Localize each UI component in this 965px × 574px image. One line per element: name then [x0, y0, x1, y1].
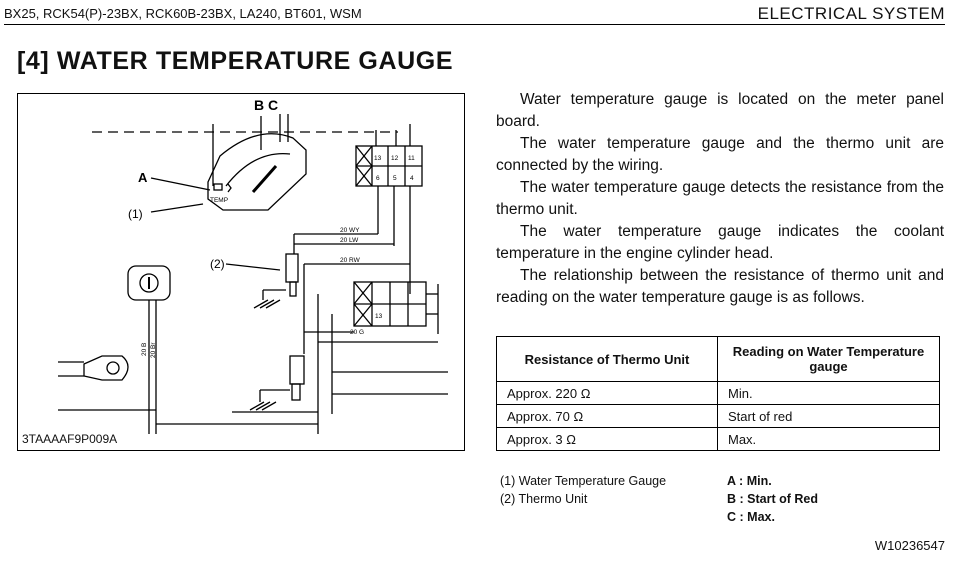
wire-20lw: 20 LW — [340, 237, 359, 244]
table-cell: Approx. 70 Ω — [496, 404, 718, 428]
thermo-unit-icon — [285, 253, 299, 283]
legend-key-letter: C : — [727, 510, 744, 524]
pin-13a: 13 — [374, 155, 382, 162]
section-title: [4] WATER TEMPERATURE GAUGE — [17, 47, 454, 75]
description-paragraph: The water temperature gauge detects the … — [496, 179, 944, 218]
table-cell: Min. — [717, 381, 940, 405]
lamp-icon — [83, 355, 129, 381]
switch-icon — [289, 355, 305, 385]
description-paragraph: The water temperature gauge indicates th… — [496, 223, 944, 262]
description: Water temperature gauge is located on th… — [496, 89, 944, 309]
legend-key: A : Min. — [727, 472, 887, 490]
label-a-leader — [150, 177, 211, 191]
figure-code: 3TAAAAF9P009A — [22, 432, 118, 446]
wire-20b: 20 B — [141, 343, 148, 356]
label-1-leader — [150, 203, 204, 213]
legend-key-value: Min. — [746, 474, 772, 488]
label-2: (2) — [210, 257, 225, 271]
label-2-leader — [225, 263, 281, 271]
legend-item: (2) Thermo Unit — [500, 492, 588, 506]
table-cell: Approx. 220 Ω — [496, 381, 718, 405]
wiring-figure: B C A (1) TEMP (2) 20 WY 20 LW 20 RW 20 … — [17, 93, 465, 451]
wire-20g: 20 G — [350, 329, 364, 336]
pin-5: 5 — [393, 175, 397, 182]
label-1: (1) — [128, 207, 143, 221]
wire-20rw: 20 RW — [340, 257, 361, 264]
header-models: BX25, RCK54(P)-23BX, RCK60B-23BX, LA240,… — [4, 6, 362, 21]
pin-12: 12 — [391, 155, 399, 162]
label-bc: B C — [254, 97, 278, 113]
resistance-table: Resistance of Thermo Unit Reading on Wat… — [496, 336, 940, 451]
label-a: A — [138, 170, 148, 185]
legend-key: C : Max. — [727, 508, 887, 526]
wiring-diagram: B C A (1) TEMP (2) 20 WY 20 LW 20 RW 20 … — [58, 97, 448, 434]
header-section: ELECTRICAL SYSTEM — [757, 4, 945, 23]
label-temp: TEMP — [210, 197, 228, 204]
pin-11: 11 — [408, 155, 415, 162]
legend-key: B : Start of Red — [727, 490, 887, 508]
table-row: Approx. 3 Ω Max. — [496, 427, 940, 451]
legend-key-value: Start of Red — [747, 492, 818, 506]
legend-key-letter: A : — [727, 474, 744, 488]
pin-13b: 13 — [375, 313, 383, 320]
description-paragraph: The water temperature gauge and the ther… — [496, 135, 944, 174]
header-rule — [4, 24, 945, 25]
description-paragraph: Water temperature gauge is located on th… — [496, 91, 944, 130]
table-cell: Max. — [717, 427, 940, 451]
pin-6: 6 — [376, 175, 380, 182]
wire-20br: 20 Br — [150, 342, 157, 358]
table-header-reading: Reading on Water Temperature gauge — [717, 336, 940, 382]
table-cell: Approx. 3 Ω — [496, 427, 718, 451]
temperature-gauge-icon — [207, 133, 307, 211]
table-row: Approx. 70 Ω Start of red — [496, 404, 940, 428]
description-paragraph: The relationship between the resistance … — [496, 267, 944, 306]
table-header-row: Resistance of Thermo Unit Reading on Wat… — [496, 336, 940, 382]
table-header-resistance: Resistance of Thermo Unit — [496, 336, 718, 382]
pin-4: 4 — [410, 175, 414, 182]
legend-item: (1) Water Temperature Gauge — [500, 474, 667, 488]
wire-20wy: 20 WY — [340, 227, 360, 234]
legend-key-letter: B : — [727, 492, 744, 506]
legend-key-value: Max. — [747, 510, 775, 524]
table-row: Approx. 220 Ω Min. — [496, 381, 940, 405]
table-cell: Start of red — [717, 404, 940, 428]
footer-code: W10236547 — [874, 538, 945, 553]
